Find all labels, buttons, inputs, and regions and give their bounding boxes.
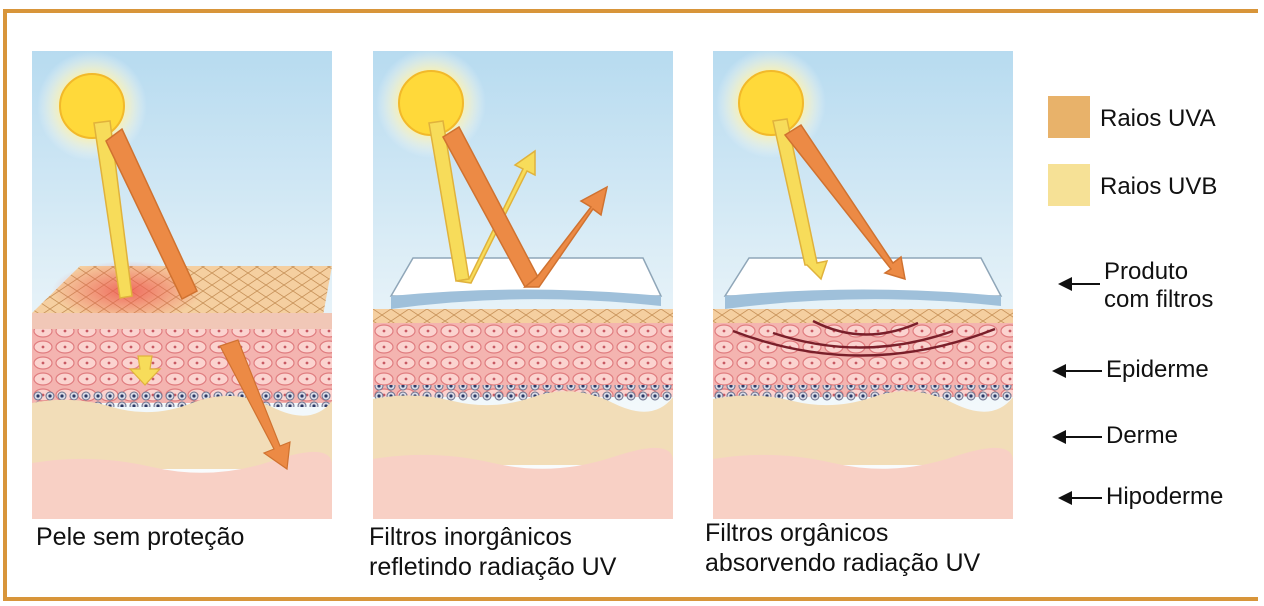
skin-block [373, 258, 673, 519]
pointer-arrow-icon [1054, 370, 1102, 372]
pointer-arrow-icon [1060, 497, 1102, 499]
sun-icon [739, 71, 803, 135]
scene-inorganic-filters [373, 51, 673, 519]
caption-inorganic-filters: Filtros inorgânicos refletindo radiação … [369, 522, 616, 582]
uva-legend-swatch [1048, 96, 1090, 138]
scene-unprotected-skin [32, 51, 332, 519]
layer-label-hypodermis: Hipoderme [1106, 483, 1223, 511]
pointer-arrow-icon [1060, 283, 1100, 285]
layer-label-dermis: Derme [1106, 422, 1178, 450]
sun-icon [60, 74, 124, 138]
layer-label-epidermis: Epiderme [1106, 356, 1209, 384]
skin-block [713, 258, 1013, 519]
caption-unprotected-skin: Pele sem proteção [36, 522, 244, 552]
uva-legend-label: Raios UVA [1100, 105, 1216, 133]
scene-organic-filters [713, 51, 1013, 519]
layer-label-product: Produto com filtros [1104, 258, 1213, 314]
caption-organic-filters: Filtros orgânicos absorvendo radiação UV [705, 518, 980, 578]
uvb-legend-swatch [1048, 164, 1090, 206]
uvb-legend-label: Raios UVB [1100, 173, 1217, 201]
pointer-arrow-icon [1054, 436, 1102, 438]
